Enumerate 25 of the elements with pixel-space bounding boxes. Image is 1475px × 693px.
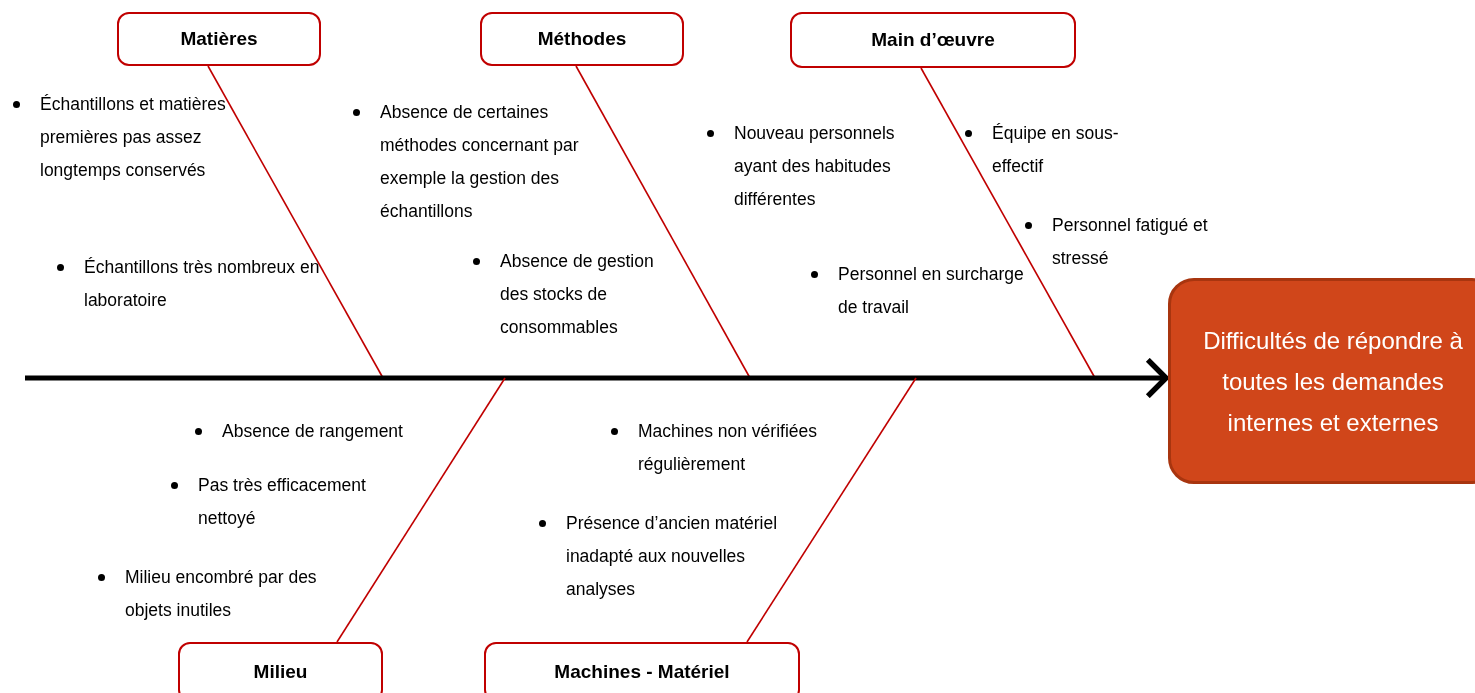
bone-line: [920, 67, 1096, 379]
cause-text: Milieu encombré par des objets inutiles: [125, 566, 318, 622]
bone-line: [207, 65, 384, 379]
cause-text: Échantillons très nombreux en laboratoire: [84, 256, 321, 312]
cause-text: Équipe en sous-effectif: [992, 122, 1120, 178]
cause-text: Pas très efficacement nettoyé: [198, 474, 367, 530]
cause-text: Absence de rangement: [222, 420, 404, 443]
category-box: Matières: [117, 12, 321, 66]
spine-arrow: [25, 357, 1169, 399]
bone-line: [746, 377, 917, 643]
cause-text: Absence de certaines méthodes concernant par exemple la gestion des échantillons: [380, 101, 580, 223]
cause-text: Présence d’ancien matériel inadapté aux nouvelles analyses: [566, 512, 779, 601]
cause-text: Machines non vérifiées régulièrement: [638, 420, 818, 476]
effect-box: Difficultés de répondre à toutes les demandes internes et externes: [1168, 278, 1475, 484]
cause-text: Personnel en surcharge de travail: [838, 263, 1025, 319]
cause-text: Personnel fatigué et stressé: [1052, 214, 1209, 270]
cause-text: Nouveau personnels ayant des habitudes différentes: [734, 122, 896, 211]
bone-line: [336, 377, 506, 643]
category-box: Milieu: [178, 642, 383, 693]
bone-line: [575, 65, 751, 379]
cause-text: Absence de gestion des stocks de consommables: [500, 250, 655, 339]
category-box: Méthodes: [480, 12, 684, 66]
category-box: Main d’œuvre: [790, 12, 1076, 68]
cause-text: Échantillons et matières premières pas assez longtemps conservés: [40, 93, 227, 182]
category-box: Machines - Matériel: [484, 642, 800, 693]
